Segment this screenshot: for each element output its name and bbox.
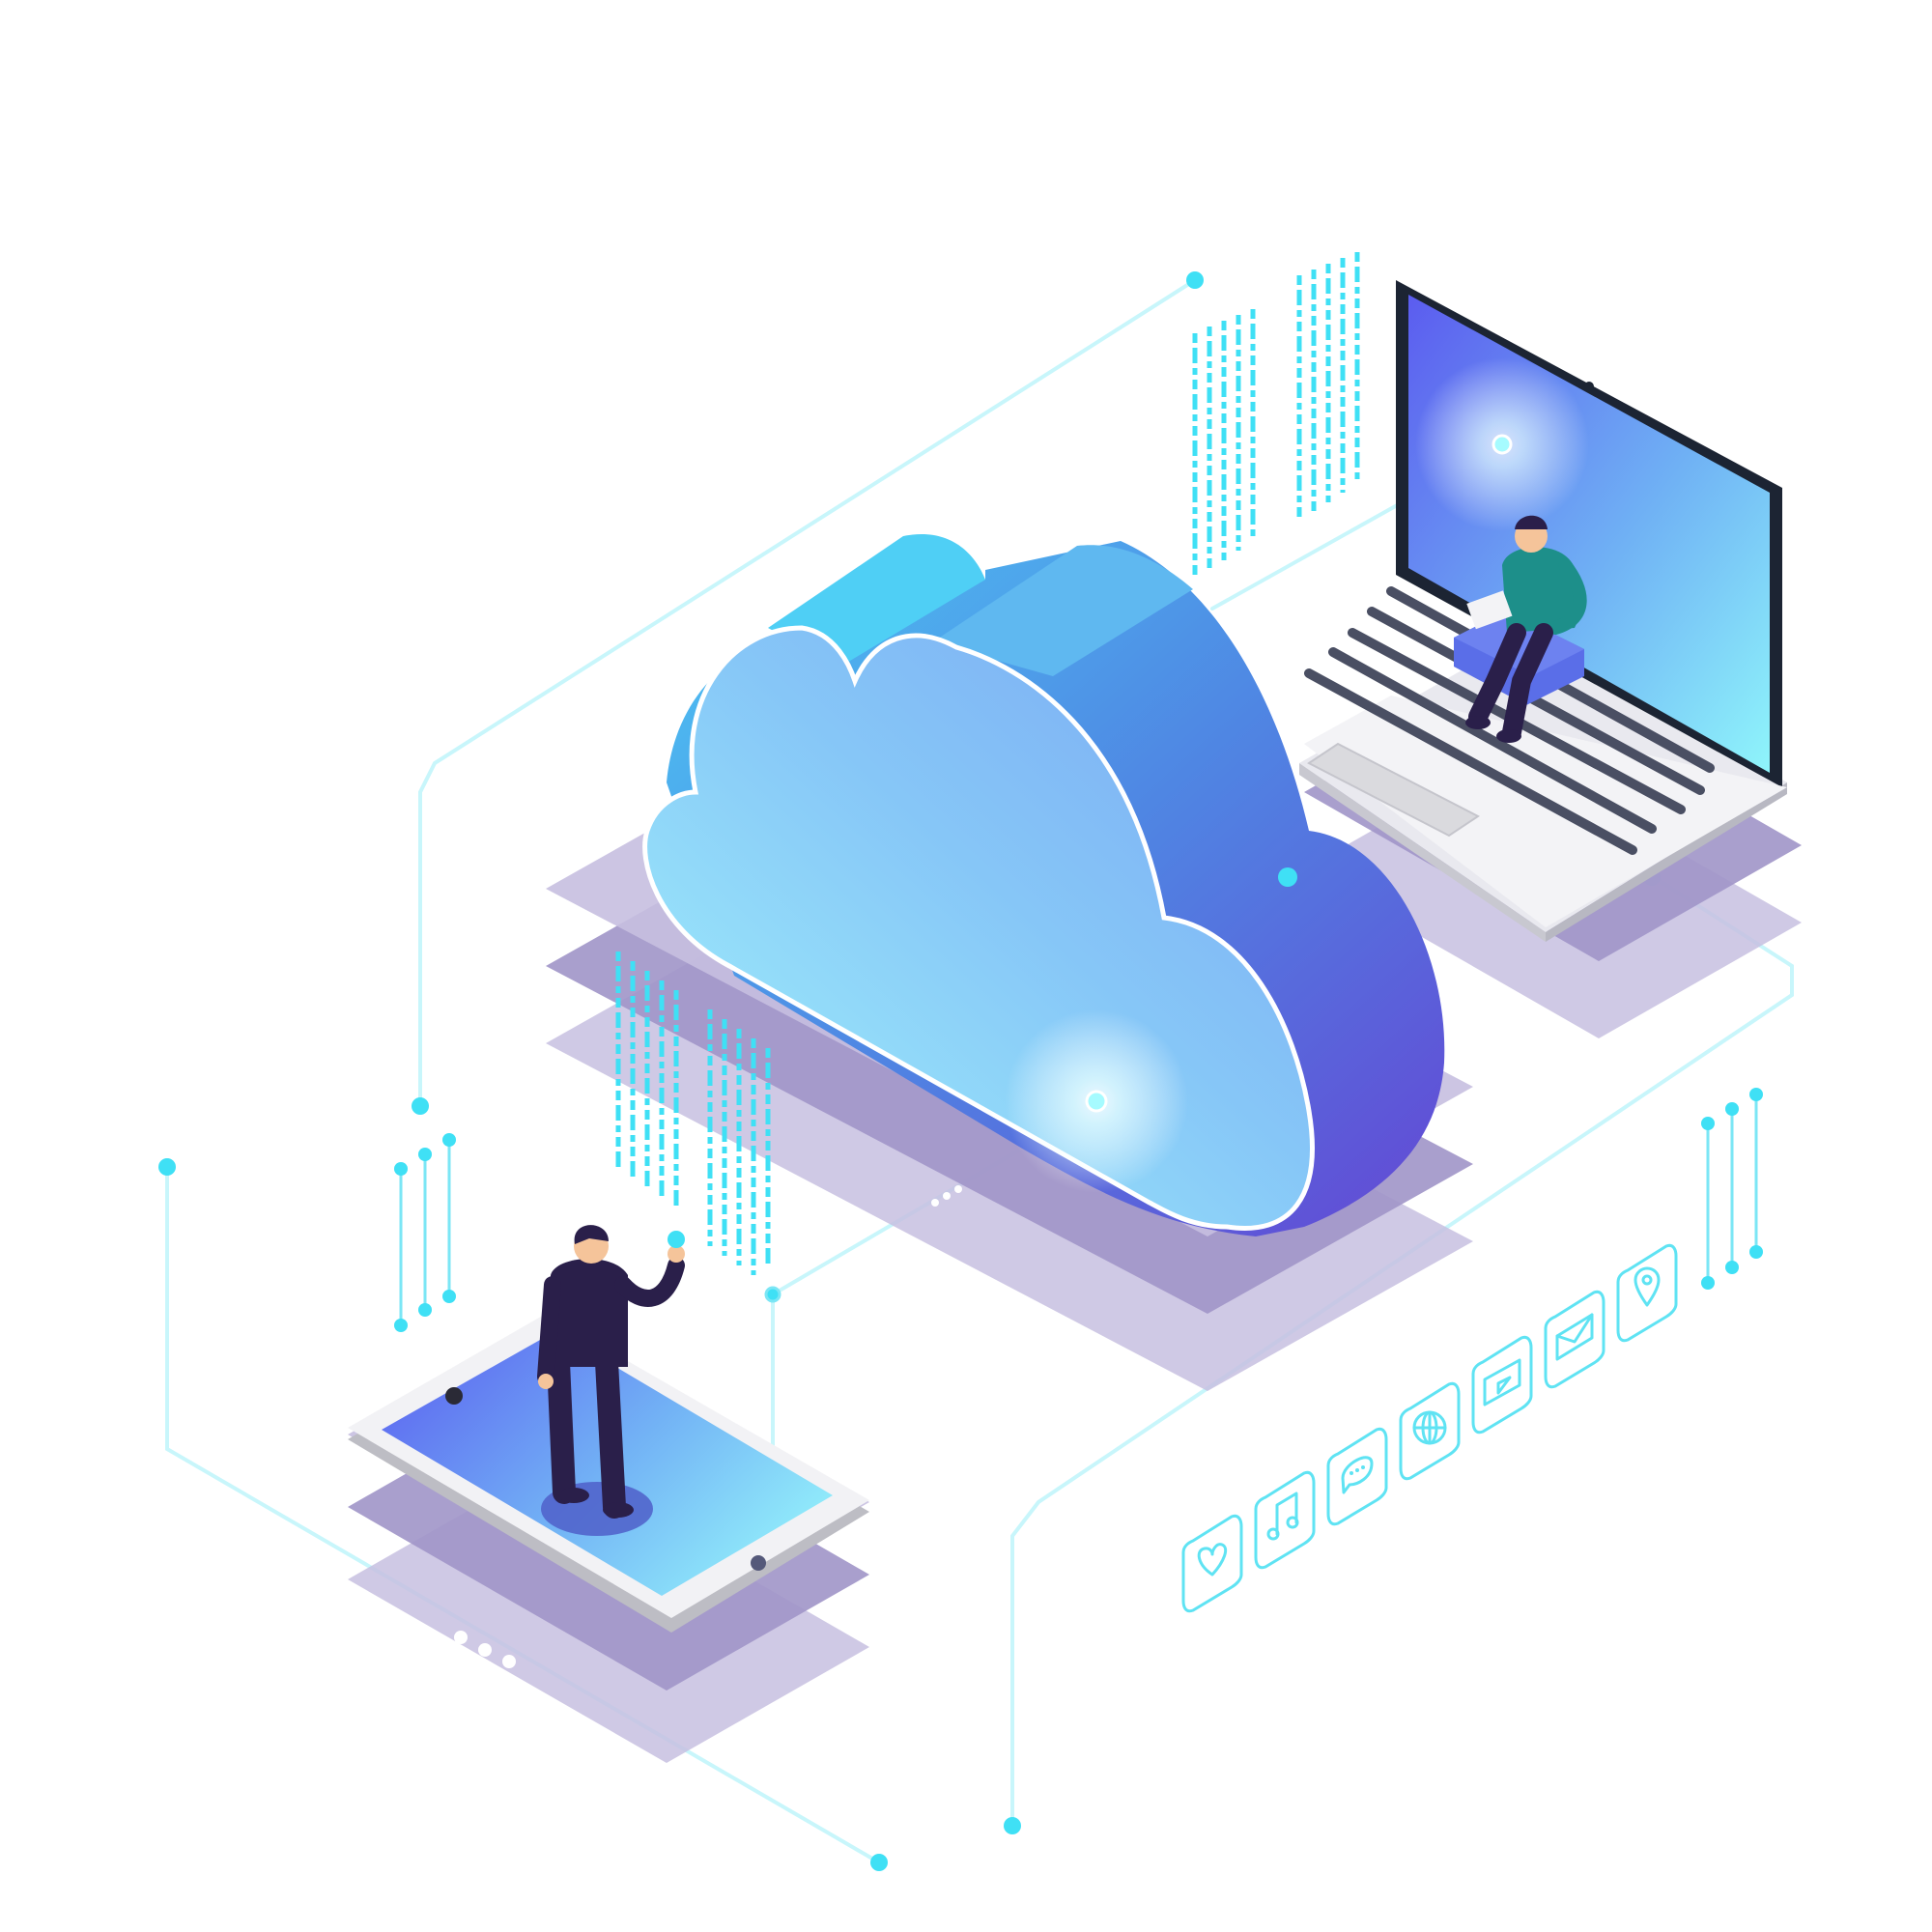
location-pin-icon — [1616, 1243, 1678, 1343]
laptop-trackpad — [1307, 742, 1480, 838]
heart-icon — [1181, 1514, 1243, 1613]
cloud-3d — [642, 534, 1445, 1236]
man-standing-on-tablet — [537, 1225, 685, 1536]
play-video-icon — [1471, 1335, 1533, 1435]
globe-icon — [1399, 1381, 1461, 1481]
man-sitting-on-laptop — [1454, 515, 1587, 743]
app-icon-strip — [1181, 1243, 1678, 1613]
code-stream-cloud — [615, 952, 771, 1275]
chat-bubble-icon — [1326, 1427, 1388, 1526]
music-note-icon — [1254, 1470, 1316, 1570]
mail-envelope-icon — [1544, 1290, 1605, 1389]
connector-dots — [931, 1185, 962, 1207]
code-stream-laptop — [1192, 252, 1360, 580]
